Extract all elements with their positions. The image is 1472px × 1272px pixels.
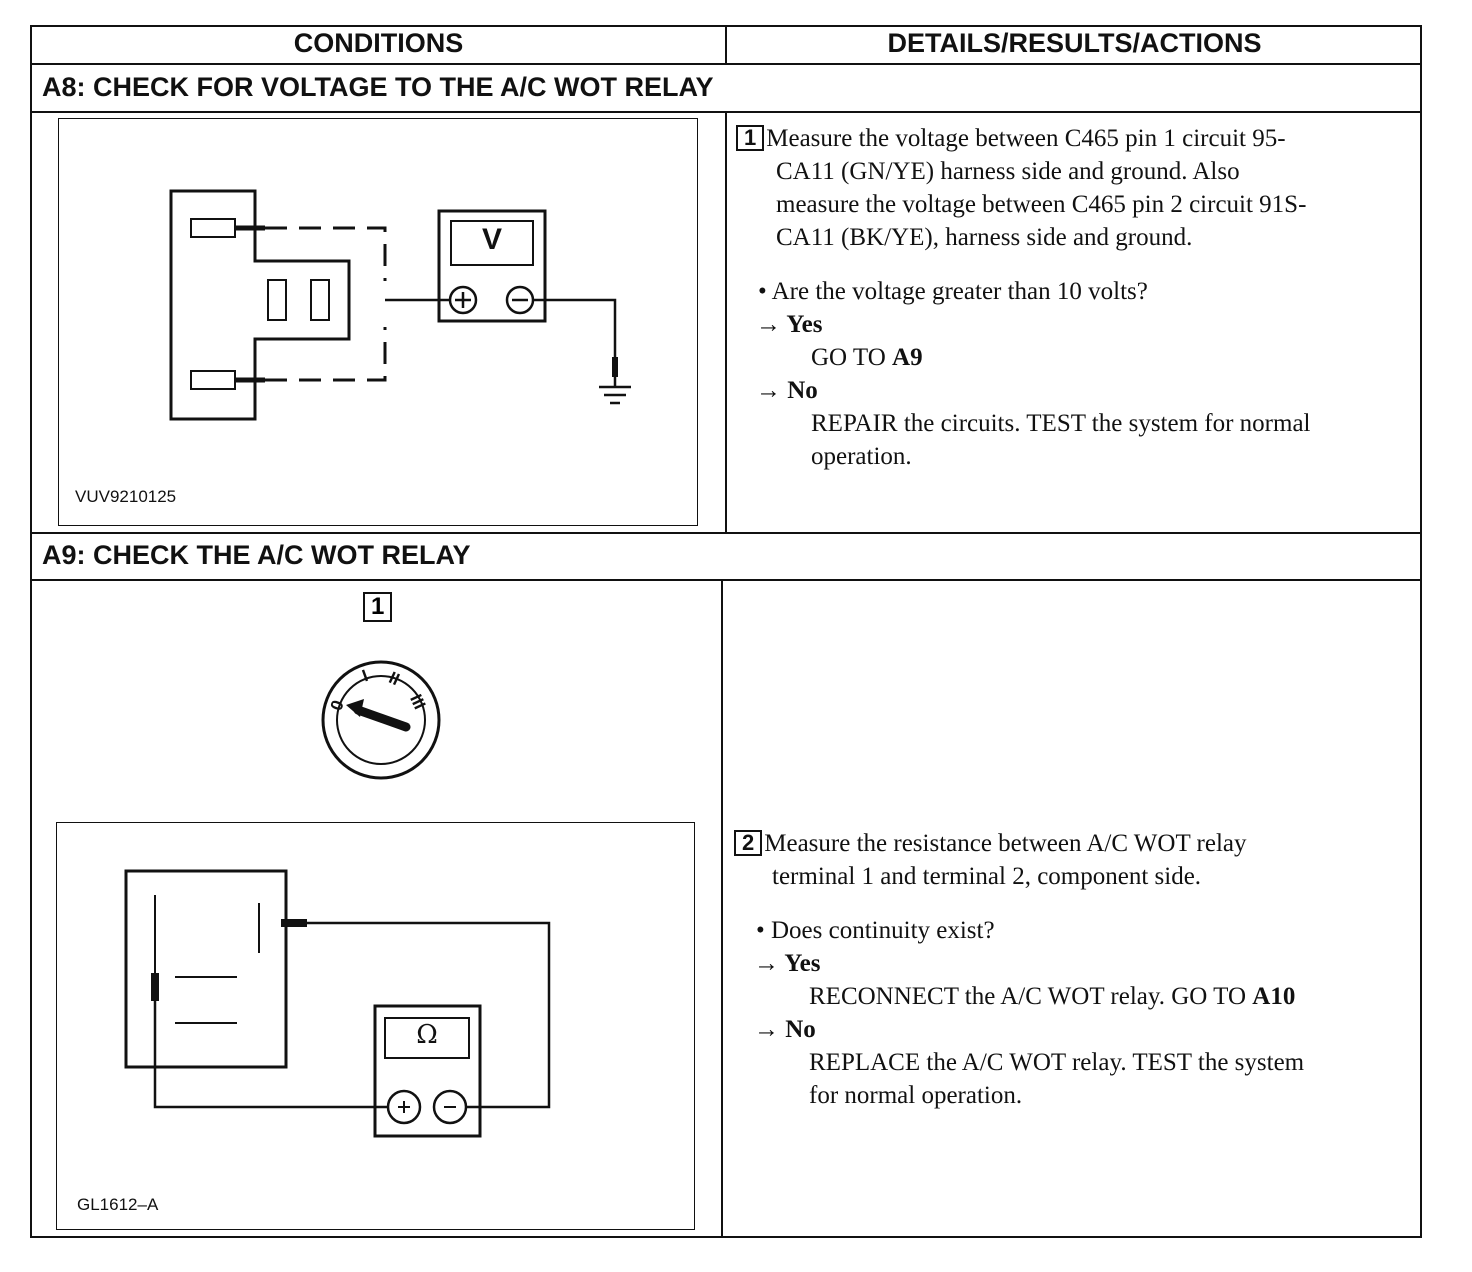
voltmeter-display <box>450 220 534 266</box>
ohmmeter-symbol: Ω <box>416 1020 438 1050</box>
ignition-position-ii: II <box>386 668 403 689</box>
a9-yes-label: → Yes <box>754 950 821 977</box>
voltmeter-symbol: V <box>481 223 502 256</box>
ignition-key-pointer <box>353 705 411 732</box>
lead-terminal-1-to-positive <box>153 1001 387 1109</box>
a8-figure-id: VUV9210125 <box>75 487 177 506</box>
a9-yes-action-text: RECONNECT the A/C WOT relay. GO TO <box>809 983 1253 1010</box>
a8-no-action-2: operation. <box>811 443 912 470</box>
ground-lead <box>533 298 617 357</box>
ignition-position-i: I <box>360 666 371 685</box>
column-header-conditions: CONDITIONS <box>293 28 464 58</box>
a9-step1-number: 1 <box>363 592 393 622</box>
a9-no-label: → No <box>754 1016 816 1043</box>
connector-socket-right <box>310 279 330 321</box>
a8-yes-action-ref: A9 <box>892 344 923 371</box>
voltmeter-positive-terminal <box>448 285 478 315</box>
a8-figure: V VUV9210125 <box>58 118 698 526</box>
column-divider-a8 <box>725 111 727 534</box>
a8-yes-label: → Yes <box>756 311 823 338</box>
ohmmeter-body <box>373 1004 482 1138</box>
a9-yes-action: RECONNECT the A/C WOT relay. GO TO A10 <box>734 980 1304 1013</box>
a8-step-line-4: CA11 (BK/YE), harness side and ground. <box>776 224 1193 251</box>
a9-figure-id: GL1612–A <box>77 1195 159 1214</box>
a9-step-line-2: terminal 1 and terminal 2, component sid… <box>772 863 1202 890</box>
a8-yes-action: GO TO A9 <box>736 341 1311 374</box>
a9-title-divider <box>30 579 1422 581</box>
ignition-position-iii: III <box>406 691 429 712</box>
dashed-lead-1 <box>265 226 387 281</box>
a8-step-line-3: measure the voltage between C465 pin 2 c… <box>776 191 1307 218</box>
a9-step-text-1: Measure the resistance between A/C WOT r… <box>764 830 1247 857</box>
column-divider-header <box>725 25 727 65</box>
a9-yes-action-ref: A10 <box>1252 983 1296 1010</box>
a8-no-label: → No <box>756 377 818 404</box>
a9-figure: Ω GL1612–A <box>56 822 695 1230</box>
column-header-details: DETAILS/RESULTS/ACTIONS <box>887 28 1262 58</box>
a9-resistance-circuit-diagram <box>124 869 551 1138</box>
a8-no-action-1: REPAIR the circuits. TEST the system for… <box>811 410 1311 437</box>
a8-voltage-circuit-diagram <box>169 189 631 421</box>
ignition-position-0: 0 <box>327 698 348 713</box>
a8-question: • Are the voltage greater than 10 volts? <box>758 278 1148 305</box>
a8-step-line-2: CA11 (GN/YE) harness side and ground. Al… <box>776 158 1240 185</box>
a8-step-text-1: Measure the voltage between C465 pin 1 c… <box>766 125 1286 152</box>
a8-title: A8: CHECK FOR VOLTAGE TO THE A/C WOT REL… <box>42 72 714 102</box>
connector-pin-1 <box>190 218 236 238</box>
ground-symbol-icon <box>599 377 631 405</box>
connector-outline <box>169 189 351 421</box>
column-divider-a9 <box>721 579 723 1238</box>
a9-title: A9: CHECK THE A/C WOT RELAY <box>42 540 471 570</box>
relay-outline <box>124 869 288 1069</box>
a9-no-action-2: for normal operation. <box>809 1082 1023 1109</box>
voltmeter-body <box>437 209 547 323</box>
connector-pin-2 <box>190 370 236 390</box>
a9-step-number: 2 <box>734 830 763 856</box>
ohmmeter-display <box>384 1017 470 1059</box>
a8-step-number: 1 <box>736 125 765 151</box>
a9-question: • Does continuity exist? <box>756 917 995 944</box>
dashed-lead-2 <box>265 327 387 382</box>
lead-terminal-2-to-negative <box>307 921 551 1109</box>
connector-socket-left <box>267 279 287 321</box>
ignition-switch-icon: 0 I II III <box>321 660 441 780</box>
a8-yes-action-text: GO TO <box>811 344 893 371</box>
a9-no-action-1: REPLACE the A/C WOT relay. TEST the syst… <box>809 1049 1305 1076</box>
